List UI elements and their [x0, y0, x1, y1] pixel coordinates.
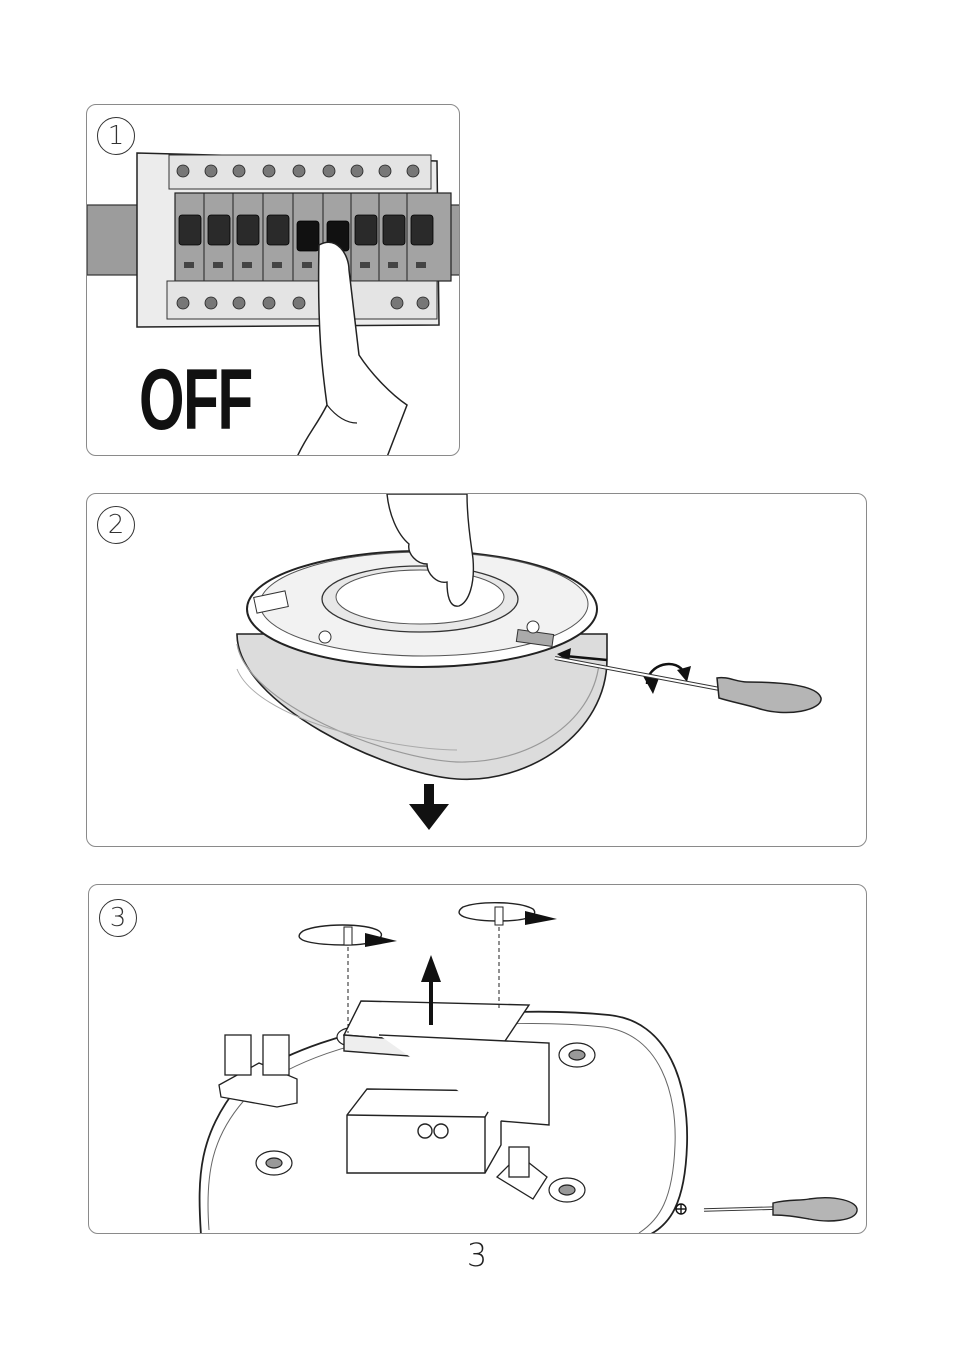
down-arrow-icon — [409, 784, 449, 830]
step-1-panel: 1 — [86, 104, 460, 456]
indicator-windows — [184, 262, 426, 268]
bottom-screw-row — [167, 281, 437, 319]
screwdriver-icon — [704, 1198, 857, 1221]
step-3-panel: 3 — [88, 884, 867, 1234]
step-3-number: 3 — [99, 899, 137, 937]
screw-right-icon — [459, 903, 557, 1011]
lamp-holder-left — [219, 1035, 297, 1107]
phillips-symbol-icon — [676, 1204, 686, 1214]
top-screw-row — [169, 155, 431, 189]
driver-removal-illustration — [89, 885, 867, 1234]
luminaire-removal-illustration — [87, 494, 867, 847]
off-label: OFF — [139, 357, 252, 443]
ceiling-luminaire-icon — [237, 551, 607, 779]
step-1-number: 1 — [97, 117, 135, 155]
step-2-panel: 2 — [86, 493, 867, 847]
step-2-number: 2 — [97, 506, 135, 544]
page-number: 3 — [0, 1236, 954, 1274]
